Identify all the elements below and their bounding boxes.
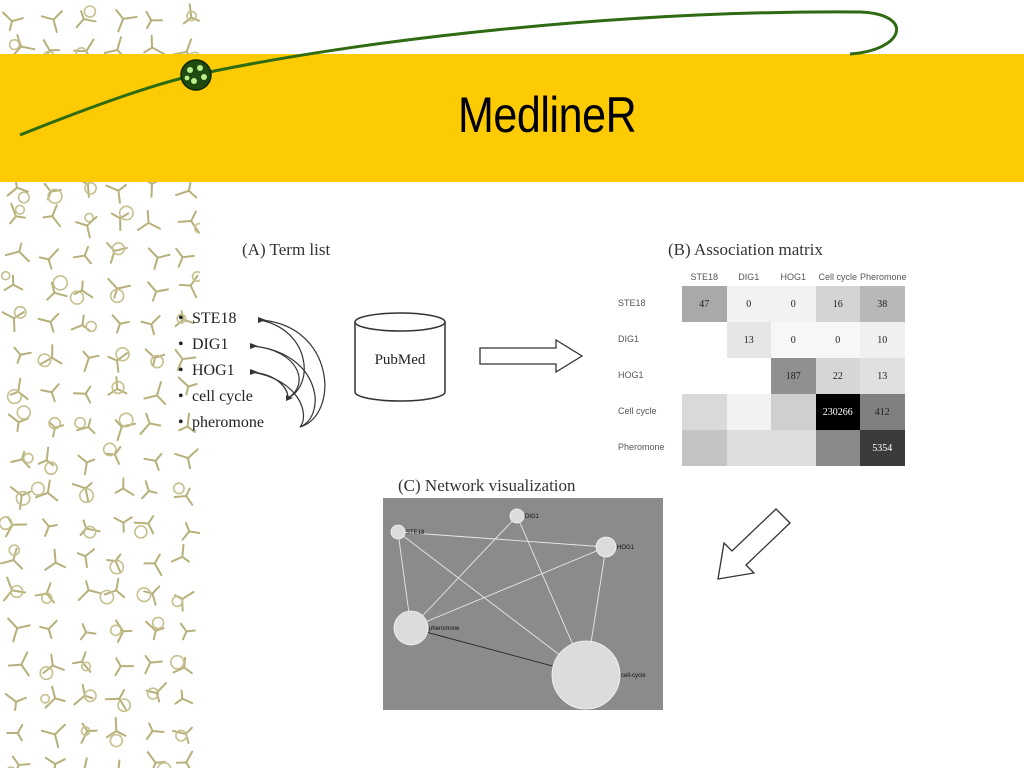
matrix-cell — [682, 394, 727, 430]
network-node — [551, 640, 621, 710]
matrix-cell: 0 — [726, 286, 771, 322]
matrix-row-header: Pheromone — [618, 442, 665, 452]
matrix-cell: 0 — [771, 322, 816, 358]
matrix-column-header: Cell cycle — [818, 272, 857, 282]
pubmed-database-icon — [354, 312, 446, 402]
arrow-right-icon — [479, 338, 584, 374]
matrix-cell — [771, 430, 816, 466]
arrow-down-left-icon — [717, 508, 791, 580]
green-curve-line — [19, 10, 899, 137]
matrix-cell — [726, 358, 771, 394]
network-node-label: STE18 — [406, 530, 425, 536]
term-list-heading: (A) Term list — [242, 240, 331, 259]
matrix-column-header: Pheromone — [860, 272, 907, 282]
matrix-cell: 0 — [771, 286, 816, 322]
network-node-label: DIG1 — [525, 514, 540, 520]
network-node — [509, 508, 525, 524]
matrix-row-header: HOG1 — [618, 370, 644, 380]
network-edge — [397, 531, 607, 548]
database-label: PubMed — [374, 352, 426, 368]
matrix-cell — [682, 430, 727, 466]
matrix-cell: 230266 — [815, 394, 860, 430]
matrix-cell: 38 — [860, 286, 905, 322]
matrix-cell — [726, 430, 771, 466]
term-list: •STE18 •DIG1 •HOG1 •cell cycle •pheromon… — [178, 306, 264, 436]
term-item: •STE18 — [178, 310, 237, 327]
matrix-cell: 16 — [815, 286, 860, 322]
network-node-label: HOG1 — [617, 545, 635, 551]
matrix-heading: (B) Association matrix — [668, 240, 823, 259]
network-edge — [410, 546, 607, 629]
matrix-cell: 10 — [860, 322, 905, 358]
matrix-column-header: DIG1 — [738, 272, 760, 282]
term-item: •pheromone — [178, 414, 264, 431]
matrix-cell — [726, 394, 771, 430]
term-connection-arcs — [250, 317, 326, 428]
matrix-cell — [815, 430, 860, 466]
matrix-cell — [682, 322, 727, 358]
decorative-curve — [19, 10, 899, 137]
network-edge — [410, 515, 518, 629]
matrix-cell — [682, 358, 727, 394]
slide-title: MedlineR — [458, 87, 637, 143]
term-item: •HOG1 — [178, 362, 235, 379]
matrix-cell: 47 — [682, 286, 727, 322]
matrix-cell: 412 — [860, 394, 905, 430]
matrix-row-header: STE18 — [618, 298, 646, 308]
network-node — [390, 524, 406, 540]
title-banner — [0, 54, 1024, 182]
molecule-bead-icon — [180, 59, 212, 91]
term-item: •DIG1 — [178, 336, 229, 353]
matrix-row-header: DIG1 — [618, 334, 640, 344]
matrix-column-header: HOG1 — [780, 272, 806, 282]
matrix-cell — [771, 394, 816, 430]
matrix-cell: 5354 — [860, 430, 905, 466]
matrix-cell: 13 — [860, 358, 905, 394]
network-heading: (C) Network visualization — [398, 476, 576, 495]
network-node-label: pheromone — [429, 626, 460, 632]
matrix-cell: 0 — [815, 322, 860, 358]
matrix-cell: 22 — [815, 358, 860, 394]
network-node-label: cell-cycle — [621, 673, 646, 679]
matrix-column-header: STE18 — [690, 272, 718, 282]
decorative-molecule-pattern — [0, 3, 200, 768]
network-edge — [397, 531, 587, 676]
matrix-cell: 187 — [771, 358, 816, 394]
network-node — [595, 536, 617, 558]
term-item: •cell cycle — [178, 388, 253, 405]
matrix-row-header: Cell cycle — [618, 406, 657, 416]
network-node — [393, 610, 429, 646]
matrix-cell: 13 — [726, 322, 771, 358]
